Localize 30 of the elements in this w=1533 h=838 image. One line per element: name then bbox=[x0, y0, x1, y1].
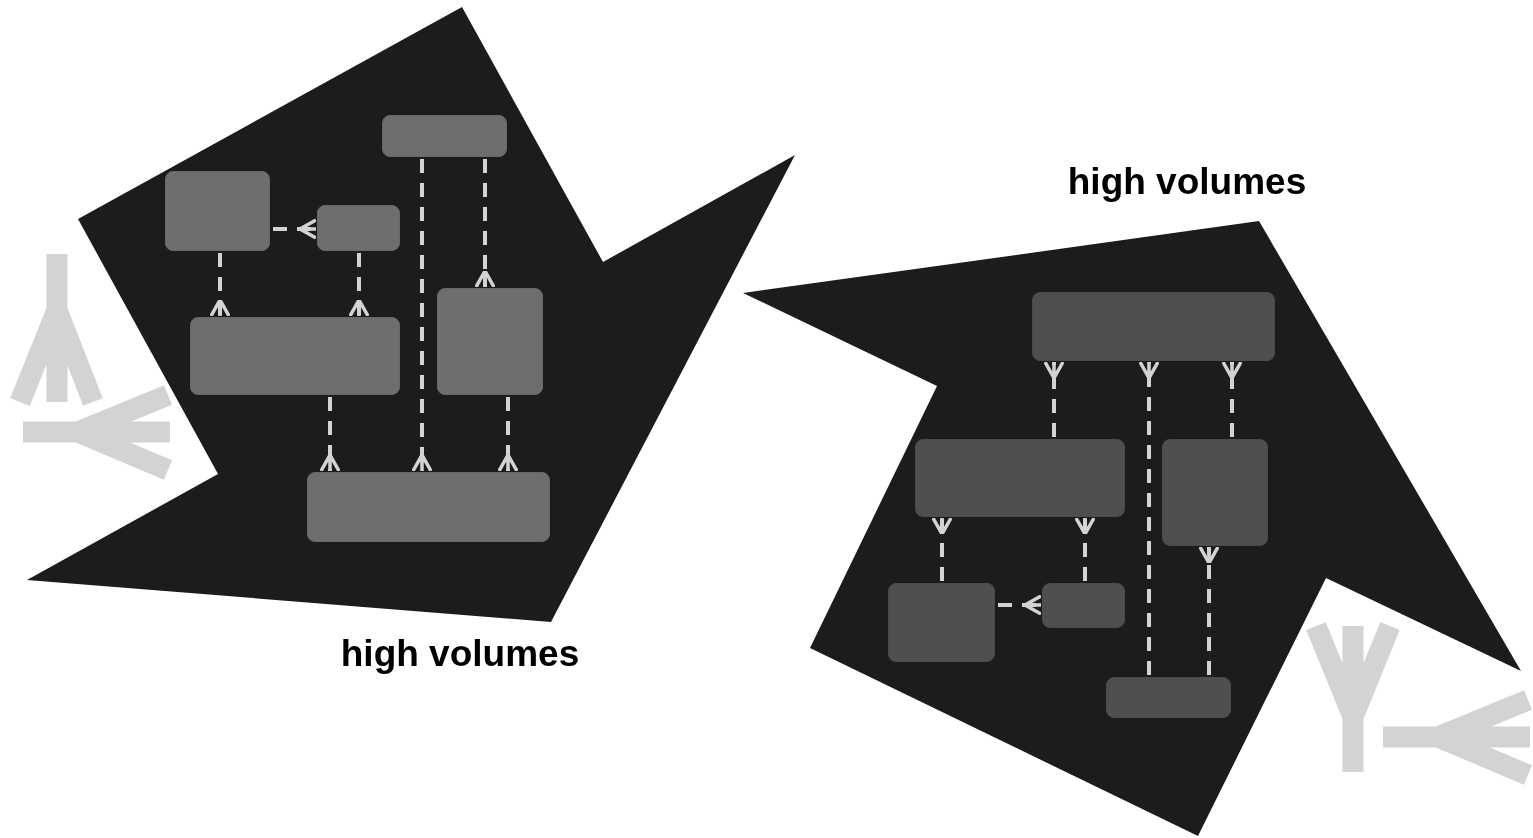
entity-box bbox=[437, 288, 543, 395]
relationship-line bbox=[1198, 545, 1220, 675]
relationship-line bbox=[1138, 360, 1160, 675]
group-label: high volumes bbox=[1067, 161, 1307, 203]
relationship-line bbox=[209, 253, 231, 318]
relationship-line bbox=[411, 159, 433, 473]
relationship-line bbox=[998, 594, 1043, 616]
entity-box bbox=[382, 115, 507, 157]
relationship-line bbox=[348, 253, 370, 318]
entity-box bbox=[1162, 439, 1268, 546]
entity-box bbox=[915, 439, 1125, 517]
entity-box bbox=[1042, 583, 1125, 628]
entity-box bbox=[888, 583, 995, 662]
star-shape bbox=[27, 7, 795, 622]
relationship-line bbox=[1043, 360, 1065, 437]
relationship-line bbox=[273, 218, 318, 240]
entity-box bbox=[1106, 677, 1231, 718]
relationship-line bbox=[474, 159, 496, 289]
entity-box bbox=[317, 205, 400, 251]
star-shape bbox=[743, 221, 1521, 836]
relationship-line bbox=[497, 397, 519, 473]
entity-box bbox=[307, 472, 550, 542]
entity-box bbox=[165, 171, 270, 251]
entity-box bbox=[1032, 292, 1275, 361]
relationship-line bbox=[1074, 516, 1096, 581]
entity-box bbox=[190, 317, 400, 395]
relationship-line bbox=[931, 516, 953, 581]
group-label: high volumes bbox=[340, 633, 580, 675]
relationship-line bbox=[1221, 360, 1243, 437]
relationship-line bbox=[319, 397, 341, 473]
